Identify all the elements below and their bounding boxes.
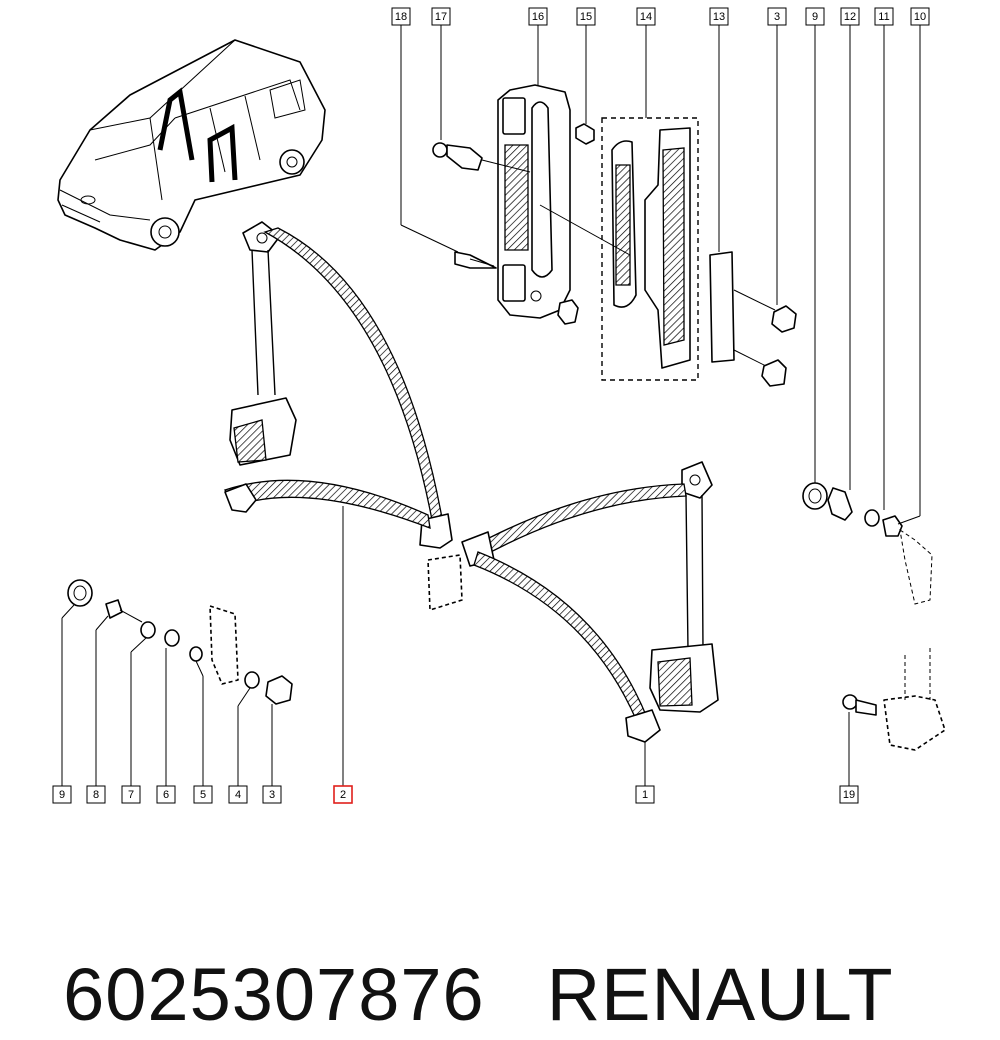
part-15-nut xyxy=(557,123,595,325)
svg-text:3: 3 xyxy=(774,11,780,23)
part-9-12-right-hardware xyxy=(802,482,933,605)
callout-9-bottom: 9 xyxy=(52,785,72,804)
left-hardware-stack xyxy=(67,579,293,705)
callout-16: 16 xyxy=(528,7,548,26)
part-1-seat-belt xyxy=(461,461,719,743)
svg-text:9: 9 xyxy=(812,11,818,23)
callout-13: 13 xyxy=(709,7,729,26)
callout-11: 11 xyxy=(874,7,894,26)
svg-text:8: 8 xyxy=(93,789,99,801)
svg-text:19: 19 xyxy=(843,789,855,801)
svg-text:9: 9 xyxy=(59,789,65,801)
callout-3-bottom: 3 xyxy=(262,785,282,804)
callout-14: 14 xyxy=(636,7,656,26)
svg-text:5: 5 xyxy=(200,789,206,801)
part-18-screw xyxy=(454,251,497,269)
svg-text:13: 13 xyxy=(713,11,725,23)
svg-text:6: 6 xyxy=(163,789,169,801)
callout-7: 7 xyxy=(121,785,141,804)
part-2-seat-belt xyxy=(223,221,463,611)
caption: 6025307876 RENAULT xyxy=(20,860,980,1036)
callout-6: 6 xyxy=(156,785,176,804)
svg-text:18: 18 xyxy=(395,11,407,23)
svg-text:3: 3 xyxy=(269,789,275,801)
parts-diagram: 18 17 16 15 14 13 3 9 12 11 10 9 8 7 6 5… xyxy=(52,7,946,804)
callouts-bottom: 9 8 7 6 5 4 3 2 1 19 xyxy=(52,785,859,804)
callout-12: 12 xyxy=(840,7,860,26)
part-19-bolt xyxy=(842,648,946,751)
svg-text:14: 14 xyxy=(640,11,652,23)
callout-15: 15 xyxy=(576,7,596,26)
callout-17: 17 xyxy=(431,7,451,26)
callout-2-highlighted: 2 xyxy=(333,785,353,804)
leader-lines xyxy=(61,25,921,786)
part-13-bracket xyxy=(709,251,797,387)
callout-19: 19 xyxy=(839,785,859,804)
part-17-bolt xyxy=(432,142,531,173)
part-14-height-adjuster xyxy=(539,117,699,381)
callout-8: 8 xyxy=(86,785,106,804)
svg-text:4: 4 xyxy=(235,789,241,801)
svg-text:15: 15 xyxy=(580,11,592,23)
callout-5: 5 xyxy=(193,785,213,804)
svg-text:1: 1 xyxy=(642,789,648,801)
svg-text:11: 11 xyxy=(878,11,889,23)
callout-3-top: 3 xyxy=(767,7,787,26)
svg-text:17: 17 xyxy=(435,11,447,23)
svg-text:12: 12 xyxy=(844,11,856,23)
part-16-anchor-trim xyxy=(497,84,571,319)
svg-text:16: 16 xyxy=(532,11,544,23)
callout-10: 10 xyxy=(910,7,930,26)
svg-text:7: 7 xyxy=(128,789,134,801)
svg-text:2: 2 xyxy=(340,789,346,801)
callout-4: 4 xyxy=(228,785,248,804)
part-number: 6025307876 xyxy=(63,953,485,1036)
svg-text:10: 10 xyxy=(914,11,926,23)
callout-18: 18 xyxy=(391,7,411,26)
callout-1: 1 xyxy=(635,785,655,804)
brand-name: RENAULT xyxy=(546,953,894,1036)
vehicle-illustration xyxy=(57,39,326,251)
callouts-top: 18 17 16 15 14 13 3 9 12 11 10 xyxy=(391,7,930,26)
callout-9-top: 9 xyxy=(805,7,825,26)
